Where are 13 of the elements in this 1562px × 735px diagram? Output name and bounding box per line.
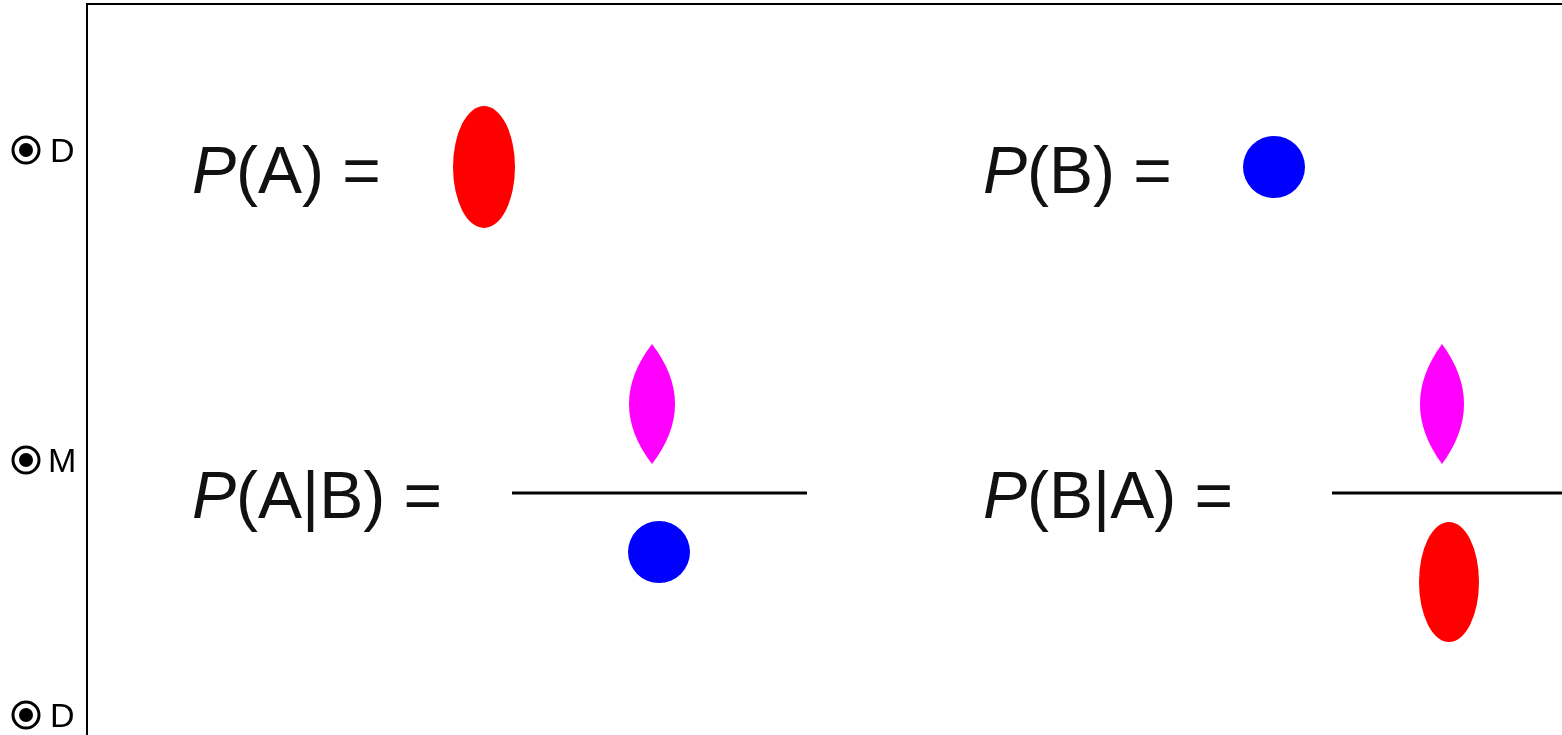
probability-formula: P(A|B) = [192, 460, 443, 530]
lens-shape [629, 344, 675, 464]
list-item-text: D [50, 696, 75, 734]
probability-formula: P(B|A) = [983, 460, 1234, 530]
lens-shape [1420, 344, 1464, 464]
probability-formula: P(B) = [983, 135, 1172, 205]
ellipse-shape [453, 106, 515, 228]
ellipse-shape [1419, 522, 1479, 642]
list-item-text: M [48, 441, 77, 479]
list-item-text: D [50, 131, 75, 169]
circle-shape [1243, 136, 1305, 198]
circle-shape [628, 521, 690, 583]
probability-formula: P(A) = [192, 135, 381, 205]
